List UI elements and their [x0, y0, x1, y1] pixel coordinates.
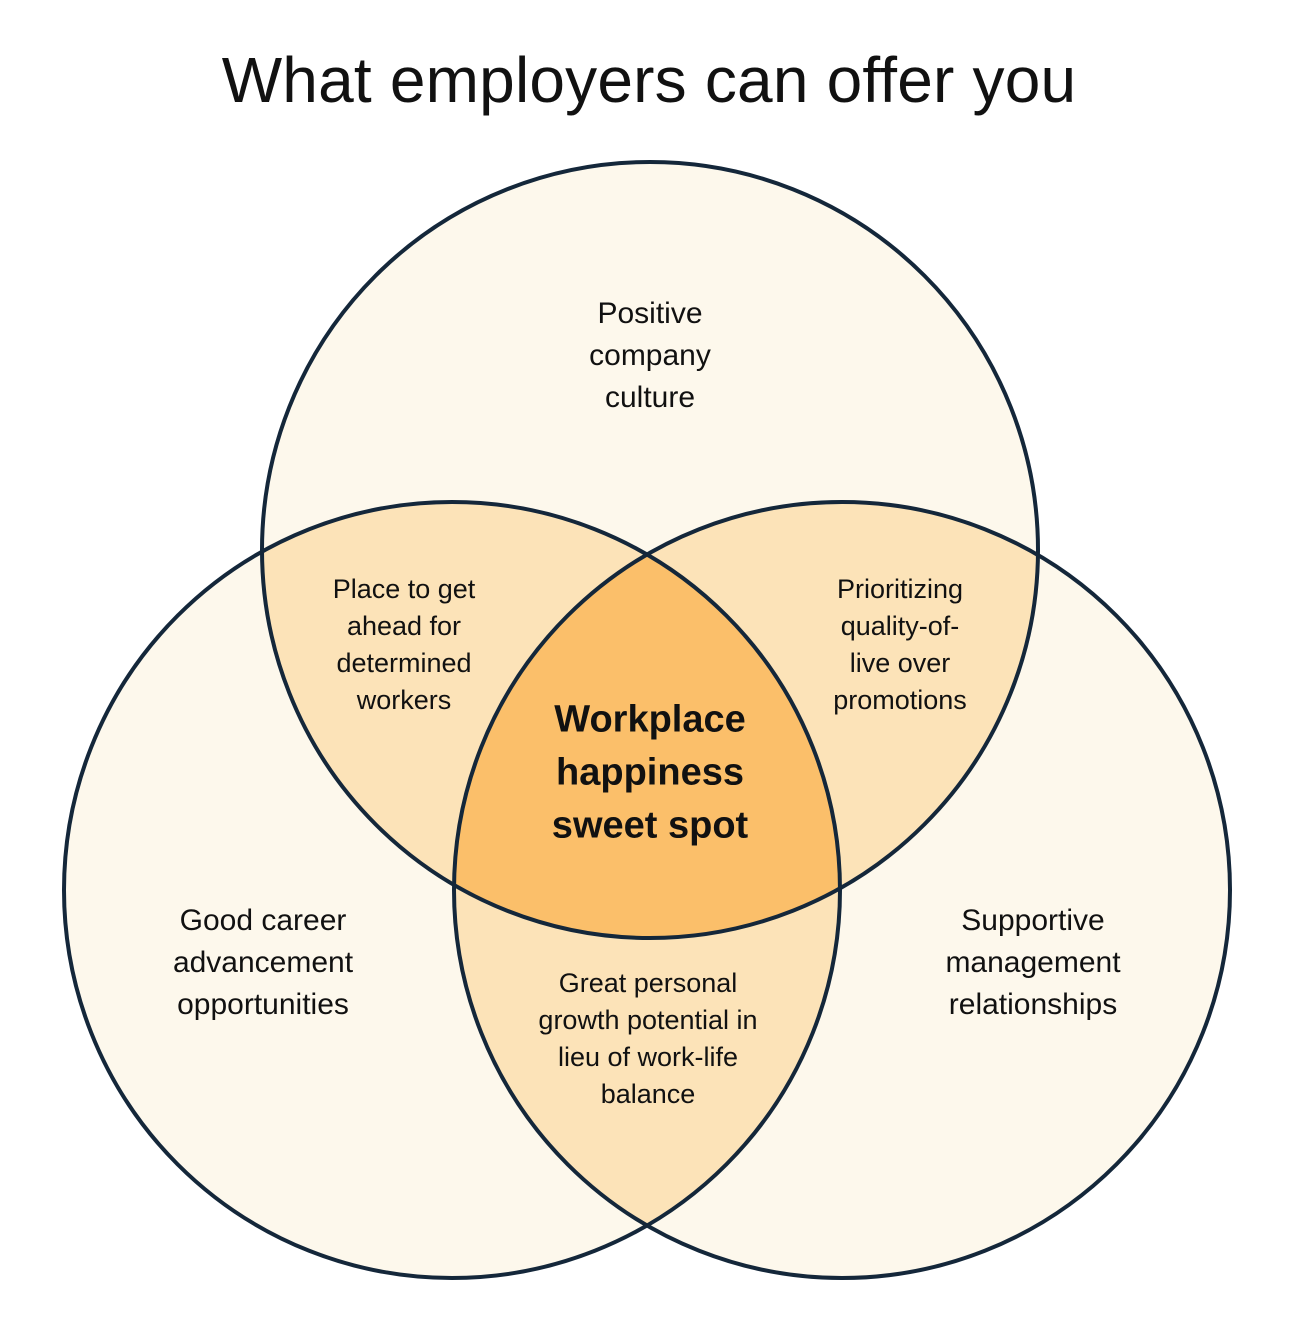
label-right-set: Supportive management relationships: [945, 904, 1121, 1021]
circle-left-outline: [62, 500, 842, 1280]
label-center-sweet-spot: Workplace happiness sweet spot: [551, 698, 749, 847]
circle-right-outline: [452, 500, 1232, 1280]
label-left-right-overlap: Great personal growth potential in lieu …: [538, 968, 758, 1109]
label-top-left-overlap: Place to get ahead for determined worker…: [332, 574, 476, 715]
overlap-all-three: [454, 502, 840, 938]
diagram-title: What employers can offer you: [221, 44, 1077, 116]
label-top-set: Positive company culture: [589, 297, 711, 414]
label-top-right-overlap: Prioritizing quality-of- live over promo…: [833, 574, 967, 715]
label-left-set: Good career advancement opportunities: [172, 904, 354, 1021]
